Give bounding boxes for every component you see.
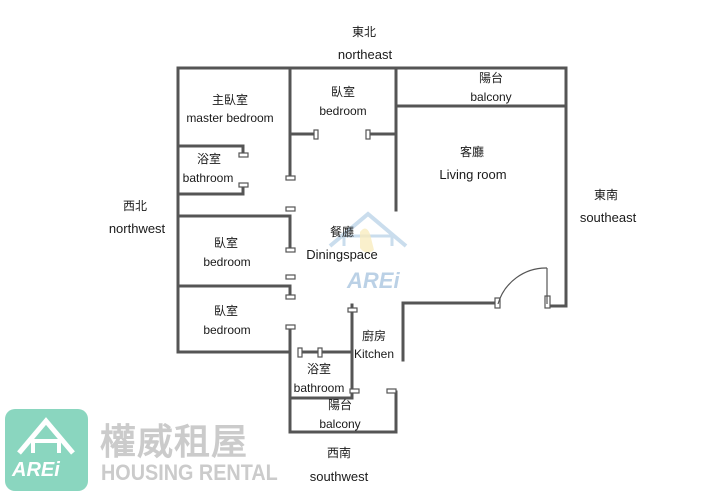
bedroom-mid-top-wall: [176, 214, 292, 252]
arei-logo-badge: [5, 409, 88, 491]
bathroom-lower-en: bathroom: [293, 381, 345, 395]
outer-wall-right: [547, 66, 568, 308]
bathroom-upper-zh: 浴室: [196, 152, 222, 166]
master-bedroom-en: master bedroom: [186, 111, 274, 125]
living-room-zh: 客廳: [459, 145, 485, 159]
compass-west-zh: 西北: [122, 199, 148, 213]
compass-west-en: northwest: [108, 221, 166, 236]
dining-zh: 餐廳: [329, 225, 355, 239]
kitchen-zh: 廚房: [361, 329, 387, 343]
compass-south-zh: 西南: [326, 446, 352, 460]
balcony-top-en: balcony: [470, 90, 512, 104]
bedroom-top-zh: 臥室: [330, 85, 356, 99]
bedroom-mid-bottom-wall: [176, 284, 292, 299]
arei-logo-text: AREi: [12, 459, 60, 481]
compass-south-en: southwest: [309, 469, 369, 484]
living-room-en: Living room: [439, 167, 507, 182]
compass-north-zh: 東北: [351, 25, 377, 39]
entrance-door: [497, 267, 548, 305]
compass-east-zh: 東南: [593, 188, 619, 202]
center-watermark-house-icon: [328, 211, 408, 253]
bedroom-low-en: bedroom: [203, 323, 251, 337]
compass-north-en: northeast: [337, 47, 393, 62]
bedroom-top-en: bedroom: [319, 104, 367, 118]
bathroom-upper-en: bathroom: [182, 171, 234, 185]
brand-name-english: HOUSING RENTAL: [101, 460, 278, 485]
bedroom-mid-zh: 臥室: [213, 236, 239, 250]
master-bedroom-zh: 主臥室: [211, 93, 249, 107]
dining-en: Diningspace: [306, 247, 378, 262]
kitchen-en: Kitchen: [353, 347, 395, 361]
brand-name-chinese: 權威租屋: [100, 422, 249, 463]
compass-east-en: southeast: [579, 210, 637, 225]
bath-upper-bottom-wall: [176, 184, 245, 196]
balcony-bottom-wall: [288, 390, 398, 434]
balcony-bottom-zh: 陽台: [327, 398, 353, 412]
bath-upper-top-wall: [176, 144, 245, 157]
balcony-bottom-en: balcony: [319, 417, 361, 431]
bedroom-low-zh: 臥室: [213, 304, 239, 318]
bedroom-mid-en: bedroom: [203, 255, 251, 269]
bathroom-lower-zh: 浴室: [306, 362, 332, 376]
balcony-top-zh: 陽台: [478, 71, 504, 85]
center-watermark-text: AREi: [347, 268, 400, 293]
house-outline-icon: [17, 417, 75, 455]
